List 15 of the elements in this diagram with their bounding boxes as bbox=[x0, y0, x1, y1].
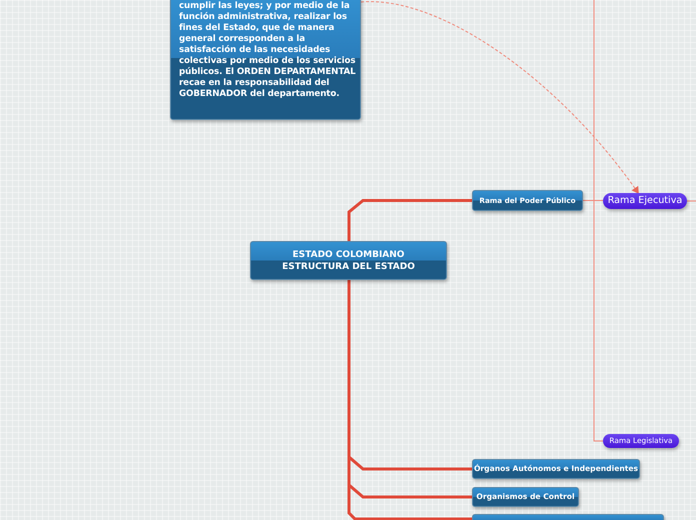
topic-box bbox=[472, 459, 640, 479]
topic-label: Rama Ejecutiva bbox=[608, 195, 682, 207]
topic-label: ESTADO COLOMBIANO bbox=[292, 248, 404, 260]
connector-line bbox=[348, 199, 472, 241]
connector-line bbox=[686, 200, 696, 202]
description-box bbox=[170, 0, 361, 120]
subtopic-pill bbox=[603, 193, 687, 209]
topic-label: ESTRUCTURA DEL ESTADO bbox=[282, 260, 415, 272]
central-topic-box bbox=[250, 241, 447, 280]
subtopic-pill bbox=[603, 434, 679, 448]
dashed-arrow bbox=[360, 2, 639, 194]
description-text: cumplir las leyes; y por medio de la función administrativa, realizar los fines del Estado, que de manera general corresponden a la satisfacción de las necesidades colectivas por medio de los servicios públicos. El ORDEN DEPARTAMENTAL recae en la responsabilidad del GOBERNADOR del departamento. bbox=[179, 1, 356, 100]
topic-box bbox=[472, 190, 583, 211]
connector-line bbox=[582, 200, 604, 442]
topic-box bbox=[472, 487, 579, 507]
